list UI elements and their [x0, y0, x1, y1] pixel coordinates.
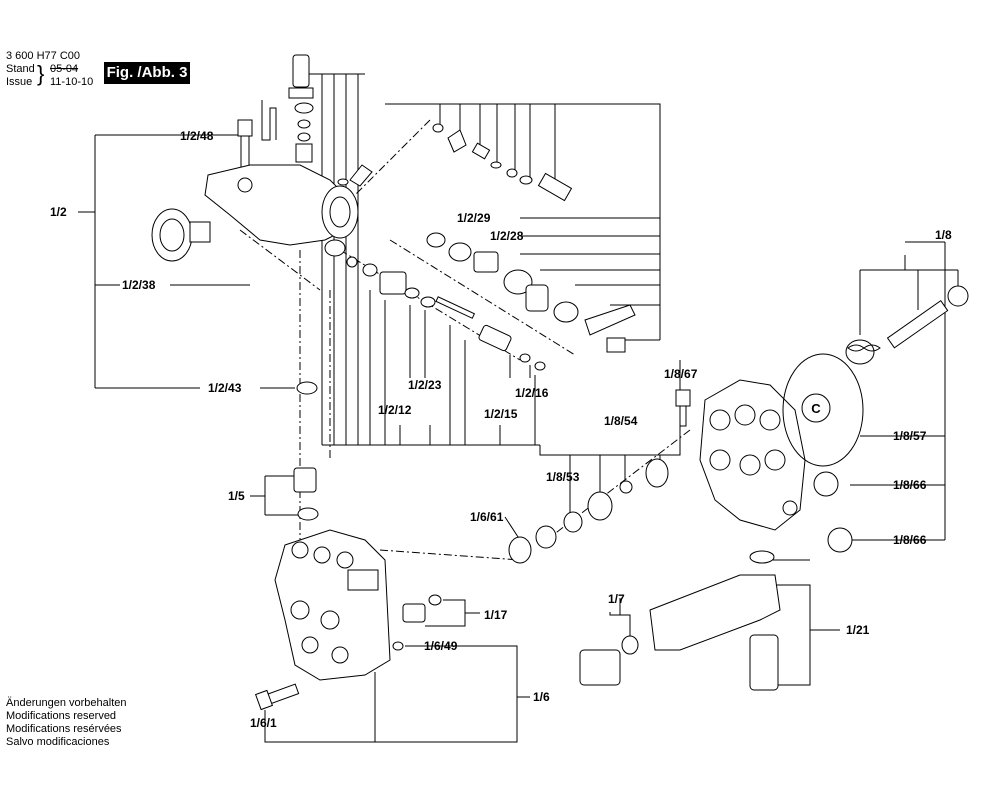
- label-1-8-66-lower: 1/8/66: [893, 533, 927, 547]
- document-number: 3 600 H77 C00: [6, 50, 80, 62]
- label-1-8: 1/8: [935, 228, 952, 242]
- label-1-2: 1/2: [50, 205, 67, 219]
- group-bracket-1-2: [78, 73, 661, 446]
- label-1-8-67: 1/8/67: [664, 367, 698, 381]
- issue-date: 11-10-10: [50, 76, 94, 88]
- label-1-8-66-upper: 1/8/66: [893, 478, 927, 492]
- note-german: Änderungen vorbehalten: [6, 697, 127, 709]
- label-1-2-48: 1/2/48: [180, 129, 214, 143]
- label-1-6-49: 1/6/49: [424, 639, 458, 653]
- brace-glyph: }: [37, 61, 45, 86]
- label-1-8-57: 1/8/57: [893, 429, 927, 443]
- stand-date: 05-04: [50, 63, 79, 75]
- label-1-8-54: 1/8/54: [604, 414, 638, 428]
- label-1-7: 1/7: [608, 592, 625, 606]
- label-1-6-1: 1/6/1: [250, 716, 277, 730]
- label-1-5: 1/5: [228, 489, 245, 503]
- label-1-2-23: 1/2/23: [408, 378, 442, 392]
- callout-c-circle: [801, 393, 831, 423]
- stand-label: Stand: [6, 63, 35, 75]
- label-1-2-15: 1/2/15: [484, 407, 518, 421]
- callout-c: C: [811, 401, 821, 416]
- note-english: Modifications reserved: [6, 710, 117, 722]
- issue-label: Issue: [6, 76, 33, 88]
- label-1-6-61: 1/6/61: [470, 510, 504, 524]
- label-1-2-16: 1/2/16: [515, 386, 549, 400]
- label-1-21: 1/21: [846, 623, 870, 637]
- label-1-17: 1/17: [484, 608, 508, 622]
- note-french: Modifications resérvées: [6, 723, 122, 735]
- label-1-2-12: 1/2/12: [378, 403, 412, 417]
- label-1-6: 1/6: [533, 690, 550, 704]
- label-1-2-43: 1/2/43: [208, 381, 242, 395]
- label-1-2-28: 1/2/28: [490, 229, 524, 243]
- label-1-2-29: 1/2/29: [457, 211, 491, 225]
- label-1-8-53: 1/8/53: [546, 470, 580, 484]
- note-spanish: Salvo modificaciones: [6, 736, 110, 748]
- label-1-2-38: 1/2/38: [122, 278, 156, 292]
- figure-label: Fig. /Abb. 3: [104, 62, 190, 84]
